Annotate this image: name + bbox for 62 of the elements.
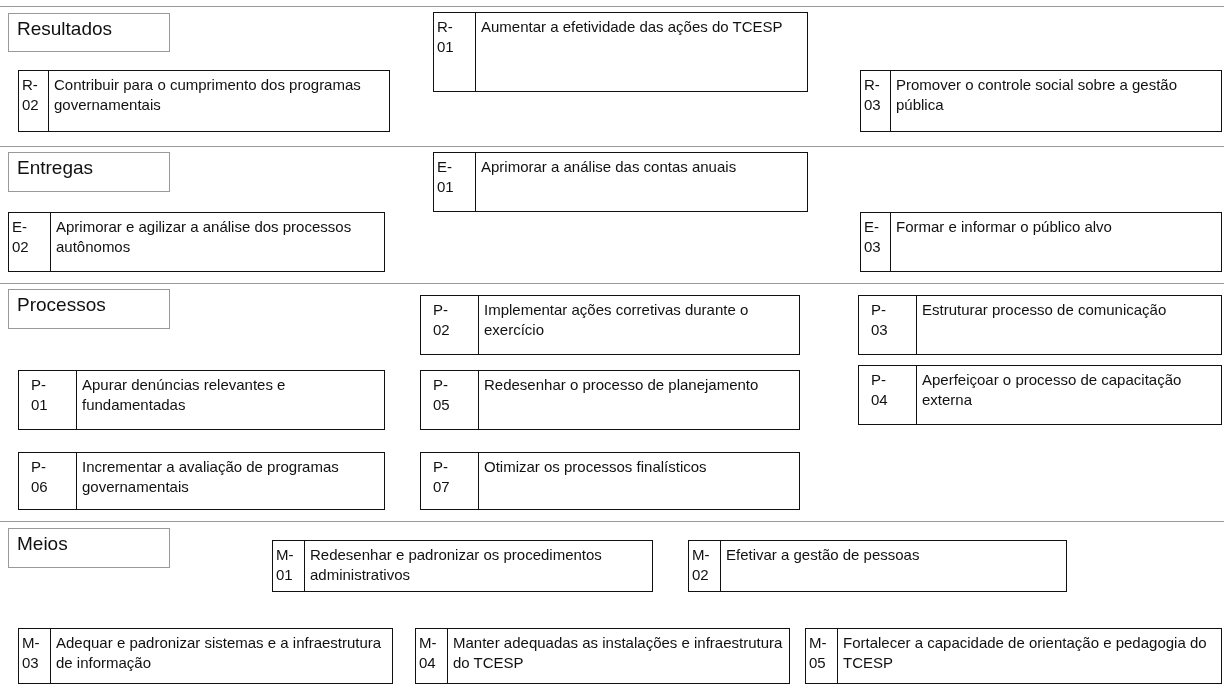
perspective-heading-box [8,152,170,192]
objective-box [272,540,653,592]
objective-box [18,628,393,684]
objective-text: Implementar ações corretivas durante o exercício [483,300,750,340]
objective-code: E- 02 [9,213,51,271]
objective-box [18,370,385,430]
objective-code: R- 02 [19,71,49,131]
objective-box [805,628,1222,684]
objective-text: Contribuir para o cumprimento dos programas governamentais [53,75,362,115]
objective-box [860,70,1222,132]
perspective-heading-box [8,289,170,329]
objective-box [18,70,390,132]
objective-box [420,452,800,510]
objective-code: P- 01 [19,371,77,429]
objective-box [858,365,1222,425]
objective-text: Aumentar a efetividade das ações do TCESP [480,17,784,37]
objective-code: M- 04 [416,629,448,683]
objective-box [420,295,800,355]
objective-text: Aprimorar e agilizar a análise dos processos autônomos [55,217,353,257]
objective-code: M- 03 [19,629,51,683]
objective-text: Redesenhar e padronizar os procedimentos administrativos [309,545,603,585]
objective-text: Promover o controle social sobre a gestão pública [895,75,1178,115]
objective-code: M- 01 [273,541,305,591]
perspective-heading: Meios [17,533,68,554]
objective-code: R- 01 [434,13,476,91]
objective-text: Aperfeiçoar o processo de capacitação externa [921,370,1183,410]
objective-text: Manter adequadas as instalações e infraestrutura do TCESP [452,633,784,673]
perspective-heading-box [8,528,170,568]
objective-text: Otimizar os processos finalísticos [483,457,708,477]
objective-code: P- 06 [19,453,77,509]
objective-box [420,370,800,430]
objective-text: Formar e informar o público alvo [895,217,1113,237]
objective-box [860,212,1222,272]
objective-text: Efetivar a gestão de pessoas [725,545,921,565]
perspective-heading: Processos [17,294,106,315]
objective-code: P- 07 [421,453,479,509]
objective-code: M- 02 [689,541,721,591]
perspective-heading: Entregas [17,157,94,178]
objective-text: Incrementar a avaliação de programas governamentais [81,457,340,497]
objective-text: Apurar denúncias relevantes e fundamentadas [81,375,287,415]
objective-code: P- 04 [859,366,917,424]
objective-box [18,452,385,510]
perspective-heading-box [8,13,170,52]
objective-code: M- 05 [806,629,838,683]
objective-text: Estruturar processo de comunicação [921,300,1168,320]
objective-code: E- 01 [434,153,476,211]
objective-box [858,295,1222,355]
objective-code: E- 03 [861,213,891,271]
objective-code: R- 03 [861,71,891,131]
objective-box [415,628,790,684]
objective-box [688,540,1067,592]
objective-box [433,12,808,92]
objective-code: P- 02 [421,296,479,354]
objective-text: Redesenhar o processo de planejamento [483,375,760,395]
objective-box [433,152,808,212]
objective-code: P- 05 [421,371,479,429]
objective-text: Fortalecer a capacidade de orientação e pedagogia do TCESP [842,633,1208,673]
perspective-heading: Resultados [17,18,113,39]
objective-box [8,212,385,272]
objective-text: Aprimorar a análise das contas anuais [480,157,738,177]
objective-code: P- 03 [859,296,917,354]
objective-text: Adequar e padronizar sistemas e a infraestrutura de informação [55,633,383,673]
